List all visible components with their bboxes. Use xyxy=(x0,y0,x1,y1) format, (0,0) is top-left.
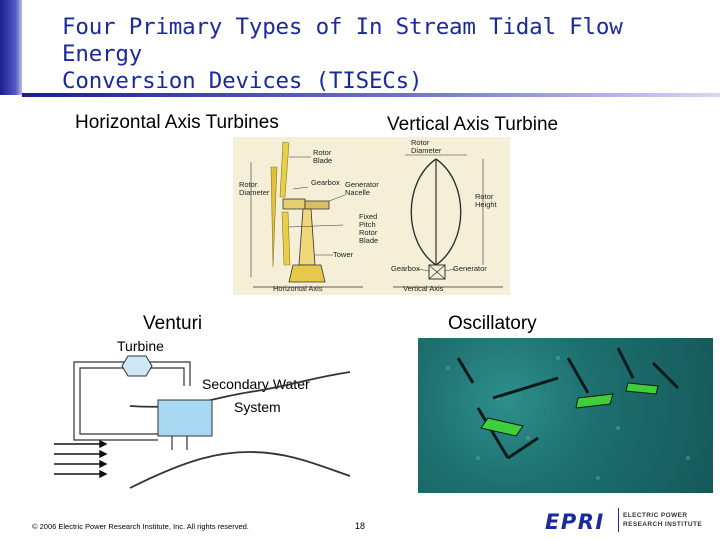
oscillatory-device-svg xyxy=(446,347,690,480)
epri-logo: EPRI ELECTRIC POWER RESEARCH INSTITUTE xyxy=(543,506,717,536)
sidebar-accent xyxy=(0,0,22,95)
vertical-axis-heading: Vertical Axis Turbine xyxy=(387,114,559,135)
venturi-turbine-label: Turbine xyxy=(117,338,164,354)
label-generator-v: Generator xyxy=(453,264,487,273)
horizontal-axis-heading: Horizontal Axis Turbines xyxy=(75,112,279,133)
copyright-notice: © 2006 Electric Power Research Institute… xyxy=(32,522,249,531)
title-line-2: Conversion Devices (TISECs) xyxy=(62,68,423,94)
caption-horizontal-axis: Horizontal Axis xyxy=(273,284,323,293)
venturi-diagram xyxy=(54,355,351,489)
page-number: 18 xyxy=(355,521,366,531)
oscillatory-device-image xyxy=(418,338,713,493)
oscillatory-heading: Oscillatory xyxy=(448,313,537,334)
logo-divider xyxy=(618,508,619,532)
label-gearbox-v: Gearbox xyxy=(391,264,420,273)
logo-sub-line-2: RESEARCH INSTITUTE xyxy=(623,521,703,528)
title-divider xyxy=(22,93,720,97)
label-tower: Tower xyxy=(333,250,354,259)
caption-vertical-axis: Vertical Axis xyxy=(403,284,444,293)
label-gearbox: Gearbox xyxy=(311,178,340,187)
flow-arrows xyxy=(54,439,108,479)
venturi-heading: Venturi xyxy=(143,313,203,334)
secondary-water-label-1: Secondary Water xyxy=(202,376,310,392)
secondary-water-label-2: System xyxy=(234,399,281,415)
epri-logo-mark: EPRI xyxy=(545,510,605,534)
title-line-1: Four Primary Types of In Stream Tidal Fl… xyxy=(62,14,623,67)
logo-sub-line-1: ELECTRIC POWER xyxy=(623,512,688,519)
secondary-water-box xyxy=(157,399,213,437)
vertical-axis-turbine xyxy=(393,154,503,288)
turbine-hexagon xyxy=(121,355,153,377)
horizontal-axis-turbine xyxy=(250,141,363,288)
slide-title: Four Primary Types of In Stream Tidal Fl… xyxy=(62,14,702,95)
